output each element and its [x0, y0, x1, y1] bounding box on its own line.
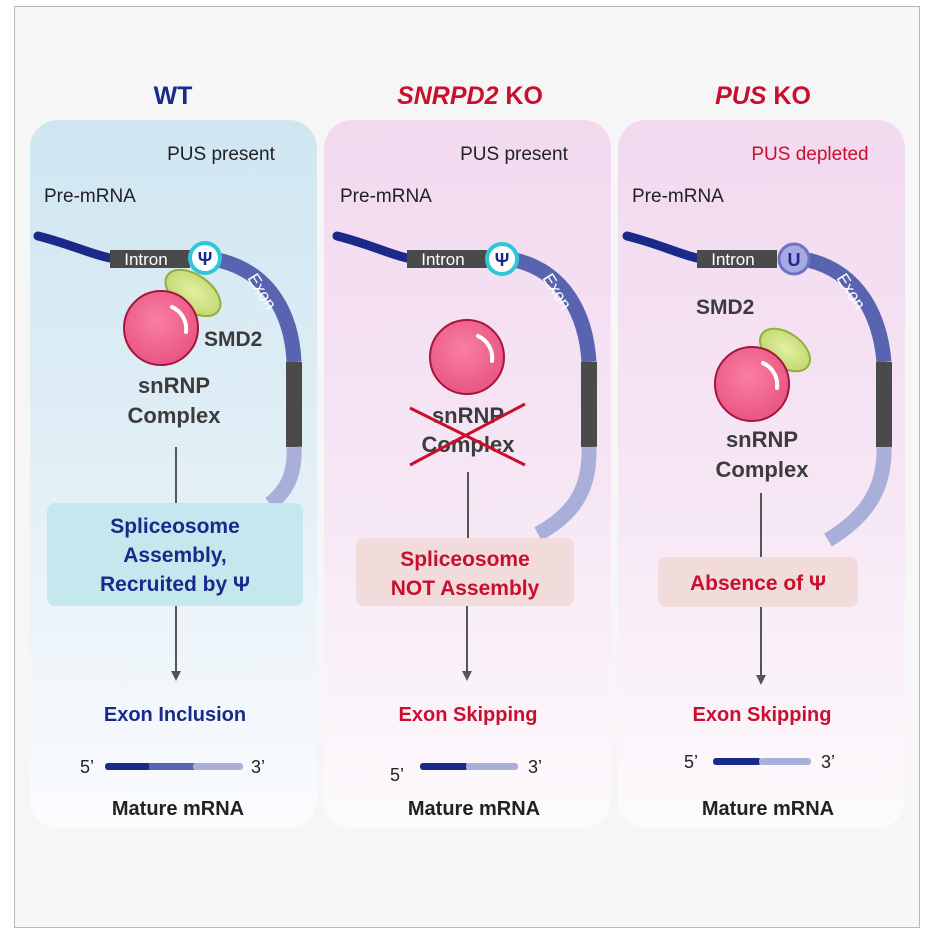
- spliceosome-not-assembly-box: [356, 538, 574, 606]
- panel-wt-title: WT: [154, 82, 193, 110]
- intron-segment: [110, 250, 190, 268]
- mrna-exon-3: [759, 758, 811, 765]
- absence-of-psi-box: [658, 557, 858, 607]
- pus-status-label: PUS present: [167, 144, 275, 165]
- psi-symbol: Ψ: [198, 249, 213, 269]
- three-prime-label: 3’: [528, 757, 542, 777]
- spliceosome-assembly-box: [47, 503, 303, 606]
- smd2-label: SMD2: [696, 296, 754, 319]
- panel-wt-background: [30, 120, 317, 828]
- cross-out-line-2: [409, 402, 526, 467]
- mrna-exon-1: [420, 763, 468, 770]
- exon-curve: [805, 252, 892, 363]
- snrnp-label-line1: snRNP: [726, 427, 798, 452]
- mrna-exon-1: [713, 758, 761, 765]
- panel-pus-title: PUS KO: [715, 82, 811, 110]
- intron-segment: [407, 250, 487, 268]
- snrnp-label-line2: Complex: [128, 403, 222, 428]
- cross-out-line-1: [409, 406, 526, 467]
- intron-downstream-segment: [876, 362, 892, 447]
- exon-downstream-curve: [824, 446, 892, 547]
- mature-mrna-label: Mature mRNA: [702, 798, 834, 820]
- snrnp-label-line1: snRNP: [138, 373, 210, 398]
- snrnp-label-line2: Complex: [716, 457, 810, 482]
- pre-mrna-label: Pre-mRNA: [44, 186, 136, 207]
- five-prime-label: 5’: [684, 752, 698, 772]
- intron-label: Intron: [124, 250, 167, 269]
- pus-status-label: PUS depleted: [751, 144, 868, 165]
- five-prime-label: 5’: [80, 757, 94, 777]
- box-line-3: Recruited by Ψ: [100, 573, 250, 596]
- intron-downstream-segment: [581, 362, 597, 447]
- five-prime-label: 5’: [390, 765, 404, 785]
- intron-downstream-segment: [286, 362, 302, 447]
- ball-highlight: [476, 334, 495, 363]
- box-line-1: Spliceosome: [110, 515, 240, 538]
- box-line-1: Spliceosome: [400, 548, 530, 571]
- exon-downstream-curve: [534, 446, 597, 541]
- outcome-label: Exon Skipping: [693, 704, 832, 726]
- mrna-exon-2: [149, 763, 195, 770]
- psi-symbol: Ψ: [495, 250, 510, 270]
- pus-status-label: PUS present: [460, 144, 568, 165]
- box-line-2: NOT Assembly: [391, 577, 540, 600]
- psi-modification-icon: [188, 241, 222, 275]
- u-symbol: U: [788, 250, 801, 270]
- box-line-1: Absence of Ψ: [690, 572, 826, 595]
- ball-highlight: [170, 305, 189, 334]
- exon-downstream-curve: [265, 446, 302, 510]
- mrna-exon-3: [466, 763, 518, 770]
- mrna-exon-3: [193, 763, 243, 770]
- panel-snrpd2-title: SNRPD2 KO: [397, 82, 543, 110]
- pre-mrna-label: Pre-mRNA: [632, 186, 724, 207]
- ball-highlight: [761, 361, 780, 390]
- mrna-exon-1: [105, 763, 151, 770]
- mature-mrna-label: Mature mRNA: [112, 798, 244, 820]
- intron-segment: [697, 250, 777, 268]
- pre-mrna-label: Pre-mRNA: [340, 186, 432, 207]
- three-prime-label: 3’: [821, 752, 835, 772]
- panel-pus-ko: PUS KO PUS depleted Pre-mRNA Intron Exon…: [618, 82, 905, 828]
- panel-snrpd2-ko: SNRPD2 KO PUS present Pre-mRNA Intron Ex…: [324, 82, 611, 828]
- intron-label: Intron: [421, 250, 464, 269]
- exon-upstream-strand: [332, 231, 412, 263]
- exon-curve: [512, 252, 597, 363]
- exon-upstream-strand: [33, 231, 115, 263]
- outcome-label: Exon Skipping: [399, 704, 538, 726]
- exon-curve: [216, 252, 302, 363]
- three-prime-label: 3’: [251, 757, 265, 777]
- uridine-icon: [777, 242, 811, 276]
- box-line-2: Assembly,: [123, 544, 227, 567]
- smd2-label: SMD2: [204, 328, 262, 351]
- psi-modification-icon: [485, 242, 519, 276]
- exon-upstream-strand: [622, 231, 702, 263]
- panel-wt: WT PUS present Pre-mRNA Intron Exon Ψ SM…: [30, 82, 317, 828]
- panel-pus-background: [618, 120, 905, 828]
- mature-mrna-label: Mature mRNA: [408, 798, 540, 820]
- intron-label: Intron: [711, 250, 754, 269]
- outcome-label: Exon Inclusion: [104, 704, 246, 726]
